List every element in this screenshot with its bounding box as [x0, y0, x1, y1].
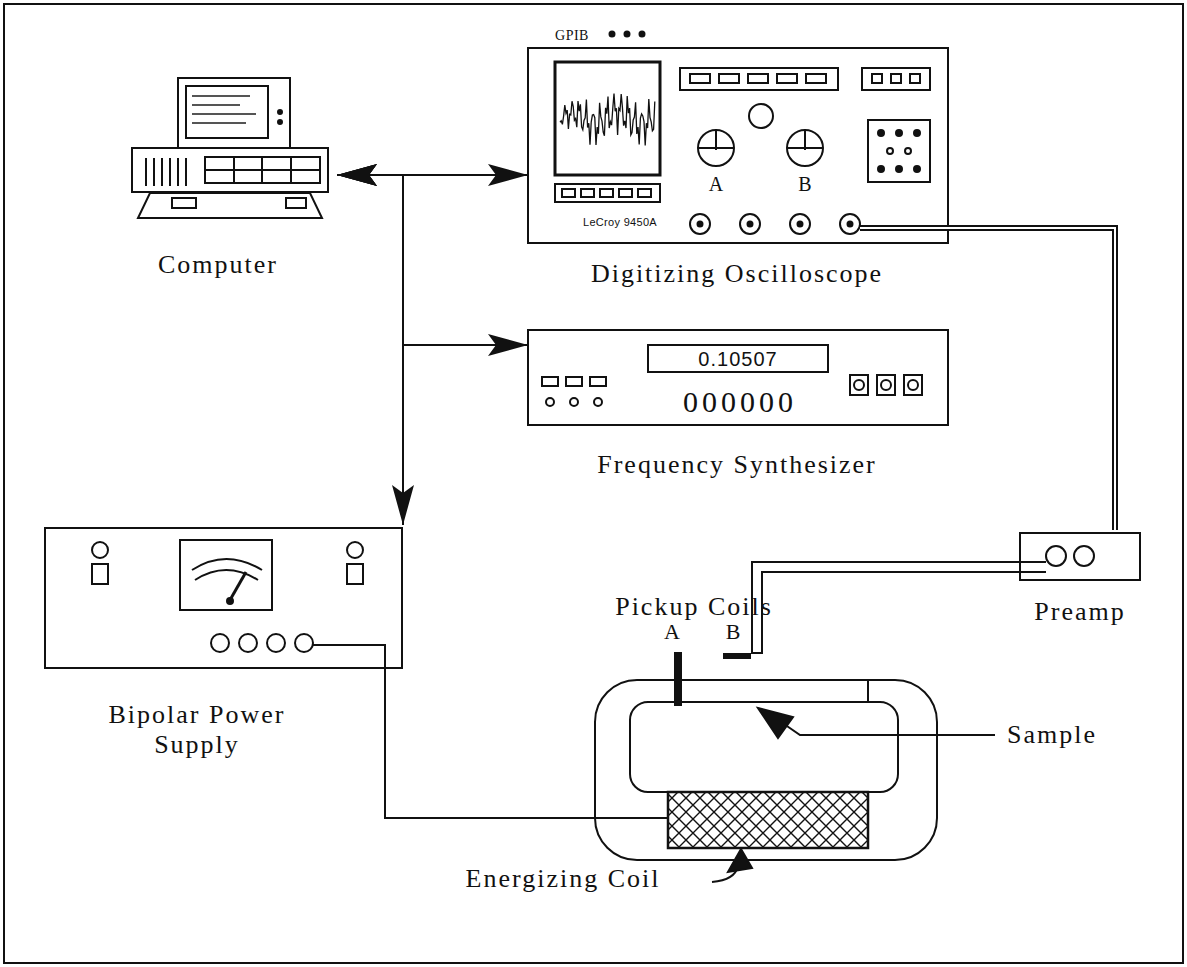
- gpib-bus: [337, 175, 403, 525]
- magnetic-yoke: [595, 680, 937, 860]
- unit-label: Bipolar Power Supply: [101, 700, 293, 760]
- equipment-unit: GPIB A B LeCroy 9450A Digitizing Oscilloscop…: [528, 22, 948, 297]
- synthesizer-drawing: [528, 330, 948, 425]
- pickup-coil-b: [723, 653, 751, 659]
- panel-text: A: [709, 173, 723, 196]
- equipment-unit: Computer: [125, 70, 337, 285]
- panel-text: 000000: [683, 385, 797, 420]
- unit-label: Computer: [158, 250, 278, 280]
- part-label: Pickup Coils: [615, 592, 773, 622]
- part-label: A: [664, 619, 680, 644]
- power-supply-drawing: [45, 528, 402, 668]
- energizing-coil-winding: [668, 792, 868, 848]
- signal-cable: [948, 228, 1115, 530]
- oscilloscope-drawing: [528, 32, 948, 244]
- panel-text: GPIB: [555, 28, 589, 44]
- pickup-coil-a: [674, 652, 682, 706]
- gpib-bus: [337, 175, 528, 345]
- panel-text: LeCroy 9450A: [583, 216, 657, 229]
- equipment-unit: Bipolar Power Supply: [45, 525, 405, 775]
- part-label: Sample: [1007, 720, 1097, 750]
- scope-cable-stub: [860, 228, 948, 229]
- equipment-unit: 0.10507 000000Frequency Synthesizer: [528, 330, 948, 484]
- unit-label: Digitizing Oscilloscope: [591, 259, 883, 289]
- figure-frame: [4, 4, 1183, 963]
- panel-text: B: [798, 173, 811, 196]
- cable-core: [948, 228, 1115, 530]
- panel-text: 0.10507: [698, 348, 777, 371]
- unit-label: Frequency Synthesizer: [597, 450, 877, 480]
- part-label: Energizing Coil: [466, 864, 661, 894]
- part-label: B: [726, 619, 741, 644]
- leader-lines: [712, 708, 995, 882]
- unit-label: Preamp: [1034, 597, 1125, 627]
- coil-wiring: [312, 520, 1128, 818]
- computer-drawing: [132, 78, 328, 218]
- equipment-unit: Preamp: [1018, 530, 1142, 631]
